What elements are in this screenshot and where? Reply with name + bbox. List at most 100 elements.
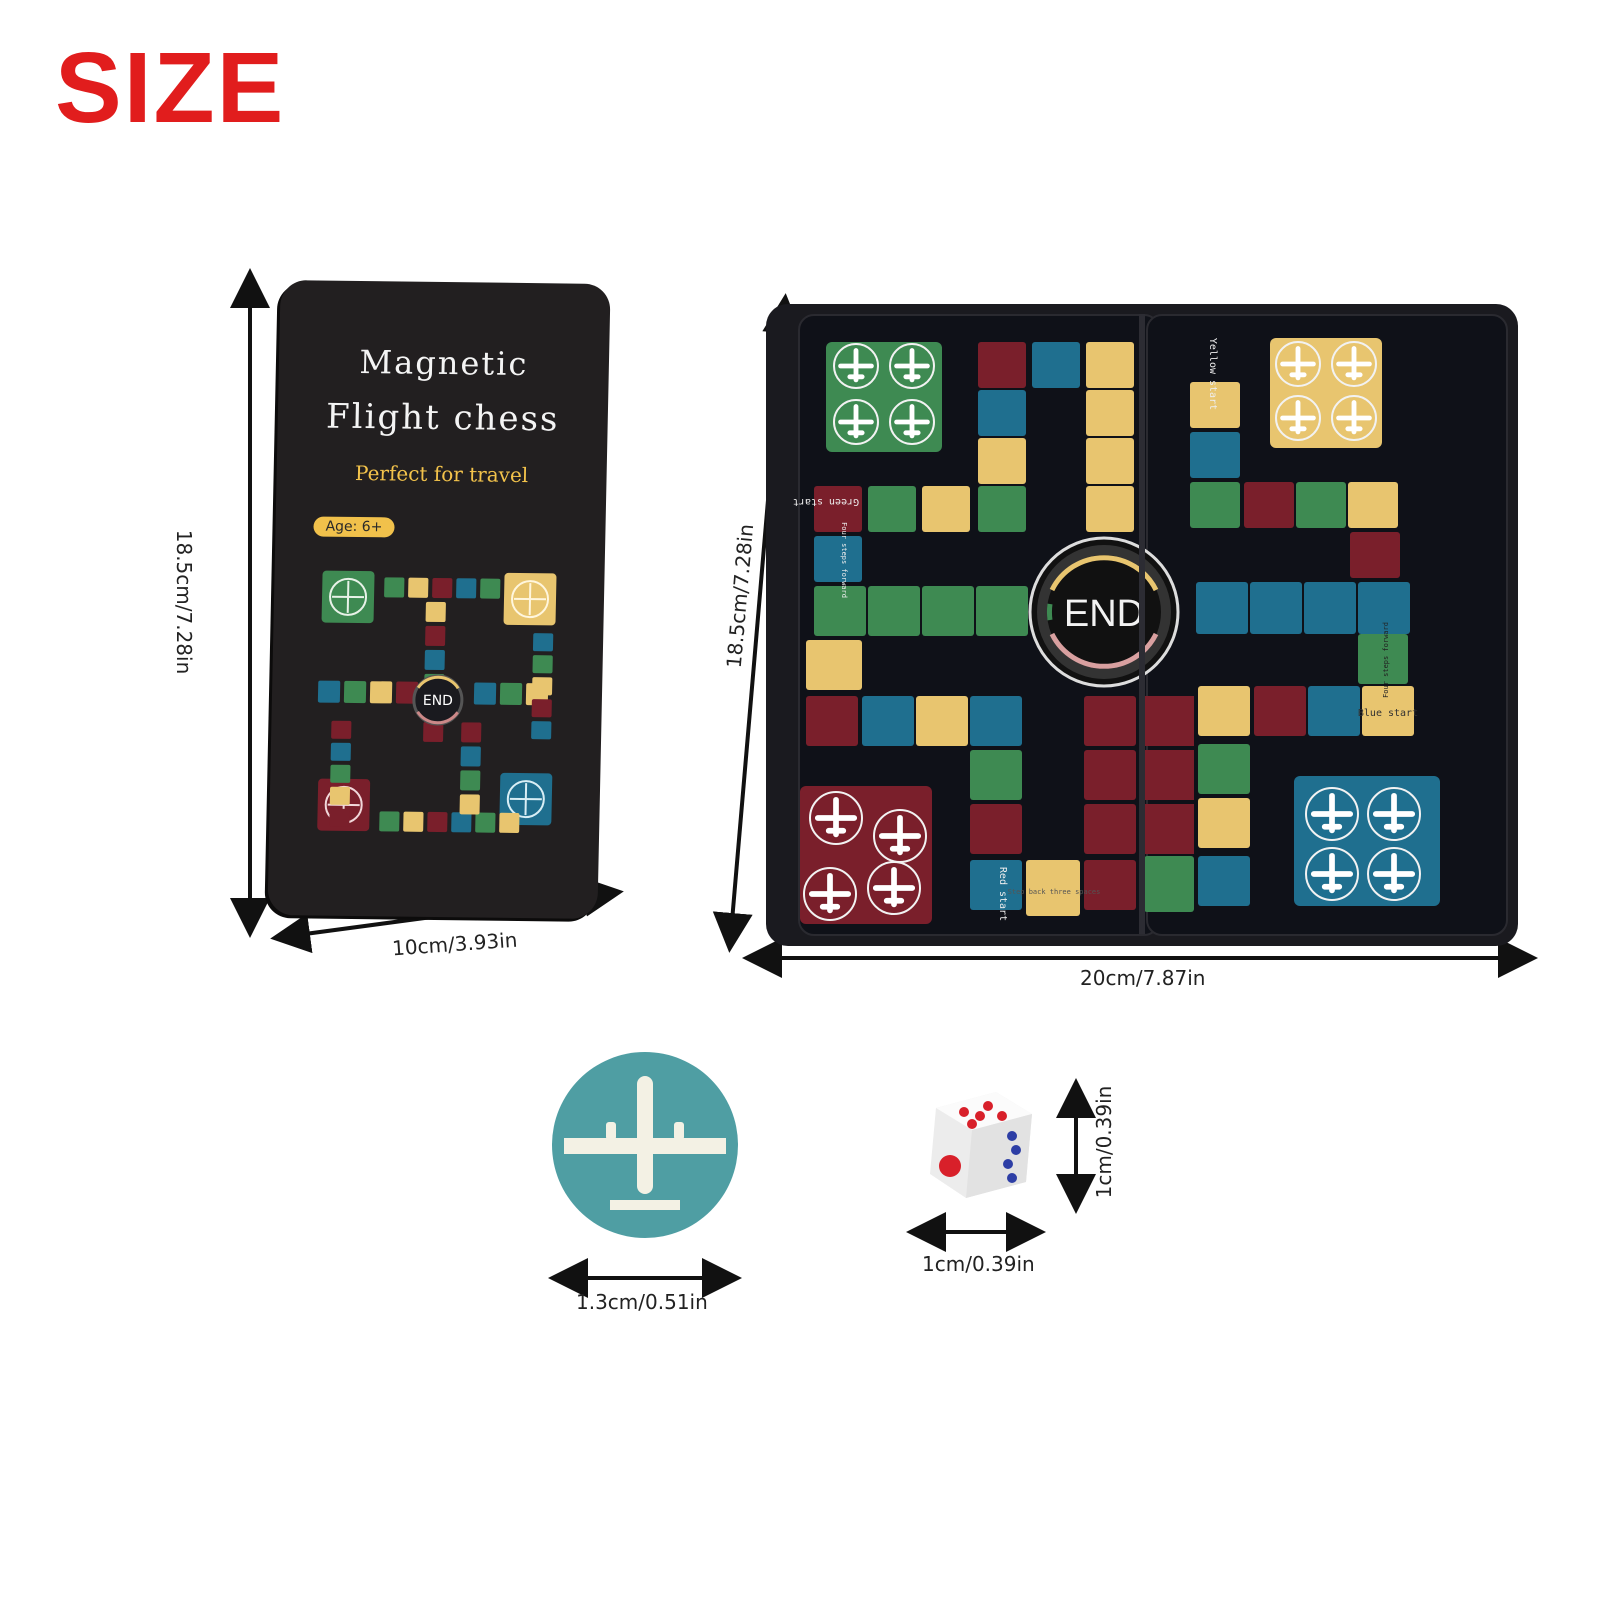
closed-title-line2: Flight chess <box>325 396 560 440</box>
track-cell <box>806 696 858 746</box>
track-cell <box>1348 482 1398 528</box>
mini-track-cell <box>403 811 424 832</box>
track-cell <box>814 486 862 532</box>
base-token <box>1275 395 1321 441</box>
track-cell <box>1296 482 1346 528</box>
base-token <box>833 399 879 445</box>
track-cell <box>1084 860 1136 910</box>
airplane-icon <box>1336 346 1372 381</box>
base-token <box>1275 341 1321 387</box>
mini-track-cell <box>425 601 446 623</box>
track-cell <box>1086 390 1134 436</box>
base-token <box>1331 395 1377 441</box>
mini-track-cell <box>532 655 553 674</box>
airplane-icon <box>1310 792 1354 834</box>
airplane-icon <box>1280 346 1316 381</box>
track-cell <box>1350 532 1400 578</box>
end-label: END <box>1064 593 1144 635</box>
track-cell <box>1358 634 1408 684</box>
airplane-icon <box>1336 400 1372 435</box>
track-cell <box>814 586 866 636</box>
base-token <box>833 343 879 389</box>
base-token <box>889 343 935 389</box>
track-cell <box>1198 744 1250 794</box>
track-cell <box>814 536 862 582</box>
base-token <box>1305 787 1359 841</box>
airplane-icon <box>894 348 930 383</box>
airplane-icon <box>1372 792 1416 834</box>
closed-game-box: Magnetic Flight chess Perfect for travel… <box>267 279 611 920</box>
track-cell <box>1144 696 1194 746</box>
track-cell <box>922 486 970 532</box>
track-cell <box>1032 342 1080 388</box>
closed-title-line1: Magnetic <box>359 342 529 384</box>
mini-track-cell <box>432 577 453 599</box>
label-red-start: Red start <box>997 867 1008 921</box>
mini-track-cell <box>317 680 341 703</box>
die-height-label: 1cm/0.39in <box>1092 1085 1116 1199</box>
mini-track-cell <box>459 794 480 815</box>
airplane-icon <box>808 872 852 914</box>
mini-track-cell <box>531 721 552 740</box>
track-cell <box>1196 582 1248 634</box>
base-token <box>867 861 921 915</box>
mini-track-cell <box>499 682 523 706</box>
label-four-steps-left: Four steps forward <box>840 522 848 598</box>
track-cell <box>1144 804 1194 854</box>
track-cell <box>1084 696 1136 746</box>
label-step-back: Step back three spaces <box>1008 888 1101 896</box>
track-cell <box>978 390 1026 436</box>
track-cell <box>862 696 914 746</box>
track-cell <box>922 586 974 636</box>
base-token <box>1331 341 1377 387</box>
mini-track-cell <box>408 577 429 598</box>
board-track <box>806 342 1414 916</box>
token-piece <box>552 1052 738 1238</box>
mini-track-cell <box>532 633 554 652</box>
airplane-icon <box>814 796 858 838</box>
mini-track-cell <box>427 811 448 833</box>
track-cell <box>970 750 1022 800</box>
base-token <box>1367 847 1421 901</box>
track-cell <box>1144 856 1194 912</box>
mini-track-cell <box>379 811 400 832</box>
track-cell <box>970 860 1022 910</box>
mini-track-cell <box>473 682 497 705</box>
airplane-icon <box>1310 852 1354 894</box>
track-cell <box>978 438 1026 484</box>
airplane-icon <box>878 814 922 856</box>
track-cell <box>1198 686 1250 736</box>
airplane-icon <box>1280 400 1316 435</box>
mini-track-cell <box>460 746 481 767</box>
track-cell <box>1086 486 1134 532</box>
track-cell <box>1358 582 1410 634</box>
label-blue-start: Blue start <box>1358 708 1418 719</box>
label-four-steps-right: Four steps forward <box>1382 622 1390 698</box>
track-cell <box>1084 804 1136 854</box>
open-width-label: 20cm/7.87in <box>1080 966 1206 990</box>
mini-track-cell <box>460 770 481 791</box>
track-cell <box>976 586 1028 636</box>
track-cell <box>1190 382 1240 428</box>
label-green-start: Green start <box>793 496 859 507</box>
closed-subtitle: Perfect for travel <box>354 460 529 488</box>
mini-track-cell <box>343 680 367 704</box>
mini-track-cell <box>425 625 446 647</box>
die-width-label: 1cm/0.39in <box>922 1252 1035 1276</box>
track-cell <box>1198 798 1250 848</box>
track-cell <box>970 696 1022 746</box>
track-cell <box>1362 686 1414 736</box>
closed-mini-board: END <box>317 570 557 834</box>
track-cell <box>868 486 916 532</box>
mini-track-cell <box>480 578 501 599</box>
open-board-graphics: END Green start Yellow start Red start B… <box>793 314 1440 934</box>
mini-track-cell <box>451 812 472 833</box>
airplane-icon <box>894 404 930 439</box>
mini-end-label: END <box>423 693 453 709</box>
track-cell <box>868 586 920 636</box>
airplane-icon <box>838 404 874 439</box>
mini-track-cell <box>331 720 352 739</box>
airplane-icon <box>872 866 916 908</box>
airplane-icon <box>838 348 874 383</box>
base-token <box>873 809 927 863</box>
